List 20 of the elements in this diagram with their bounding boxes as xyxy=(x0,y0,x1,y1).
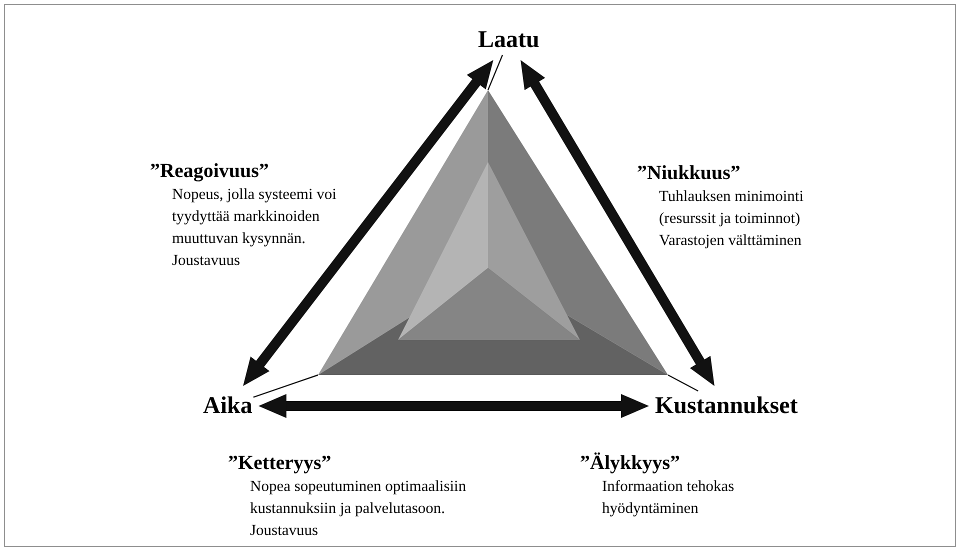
corner-label: Laatu xyxy=(478,26,540,54)
corner-label: Kustannukset xyxy=(655,392,798,420)
leader-line xyxy=(253,374,318,398)
description-text: Nopea sopeutuminen optimaalisiin kustannuksiin ja palvelutasoon. xyxy=(250,477,468,519)
concept-heading: ”Niukkuus” xyxy=(637,161,742,186)
leader-line xyxy=(487,54,504,90)
leader-line xyxy=(668,374,698,392)
description-text: Nopeus, jolla systeemi voi tyydyttää markkinoiden muuttuvan kysynnän. xyxy=(172,185,338,249)
double-arrow xyxy=(243,60,494,386)
description-text: Joustavuus xyxy=(172,251,242,271)
corner-label: Aika xyxy=(203,392,252,420)
concept-heading: ”Älykkyys” xyxy=(580,451,682,476)
description-text: Joustavuus xyxy=(250,521,320,541)
description-text: Tuhlauksen minimointi (resurssit ja toiminnot) xyxy=(659,187,805,229)
double-arrow xyxy=(520,60,714,386)
concept-heading: ”Ketteryys” xyxy=(228,451,332,476)
description-text: Varastojen välttäminen xyxy=(659,231,802,251)
concept-heading: ”Reagoivuus” xyxy=(150,159,270,184)
double-arrow xyxy=(258,394,649,418)
description-text: Informaation tehokas hyödyntäminen xyxy=(602,477,736,519)
